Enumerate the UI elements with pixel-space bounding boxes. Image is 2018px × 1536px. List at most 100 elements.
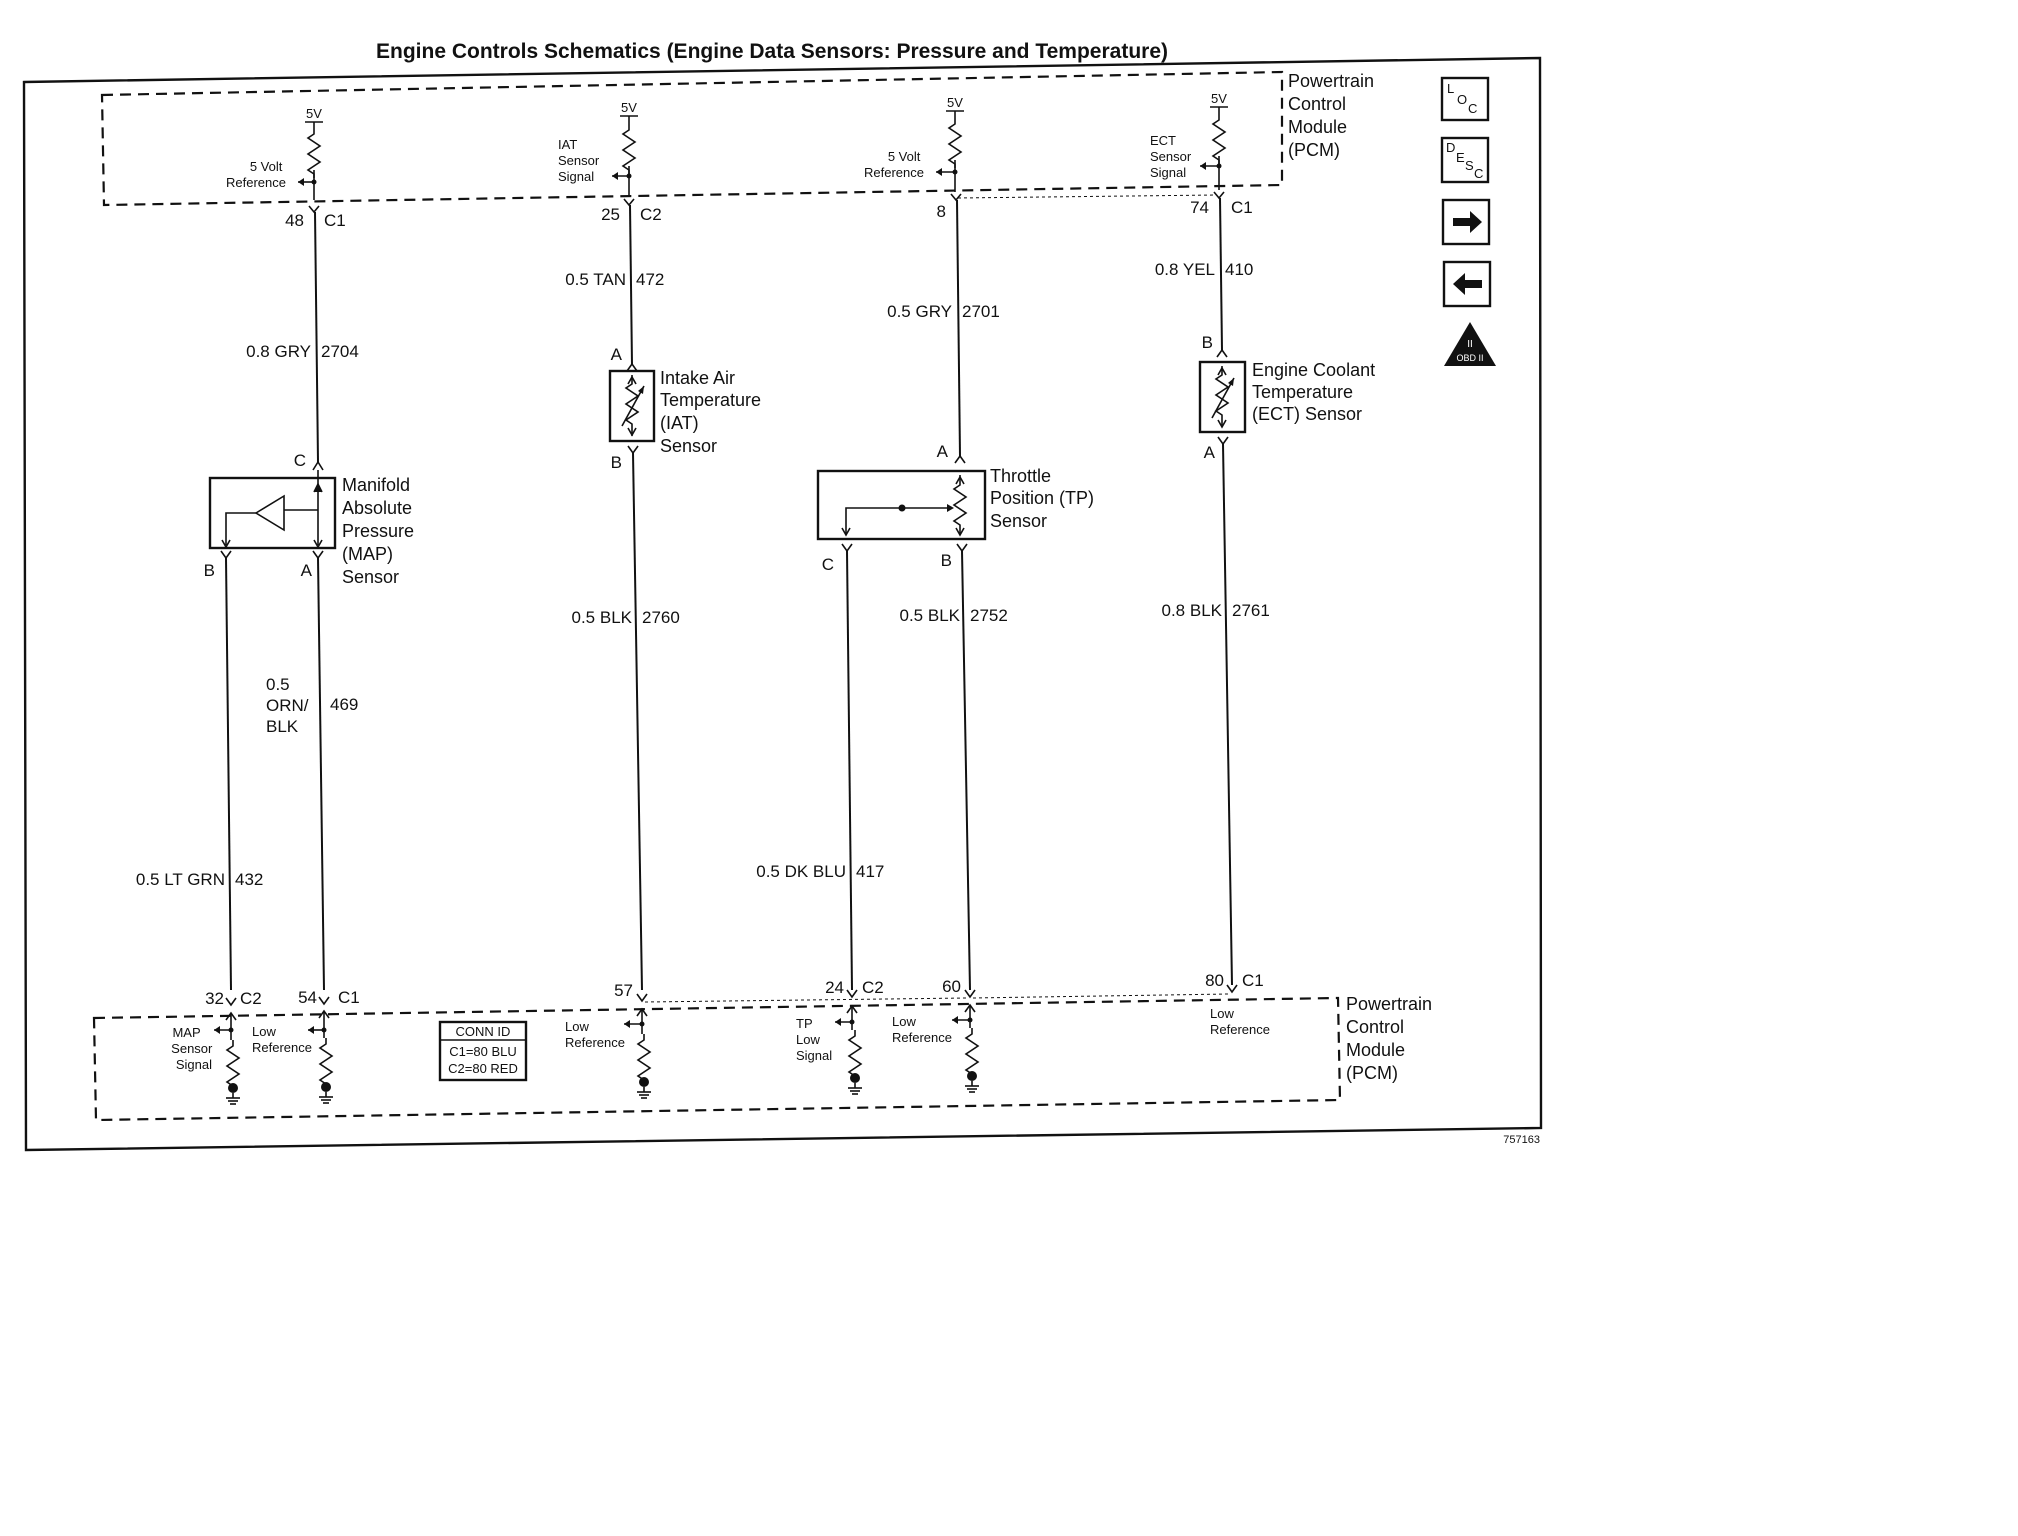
pin-number: 60 bbox=[942, 977, 961, 996]
wire-map-signal bbox=[225, 557, 232, 991]
arrow-left-icon[interactable] bbox=[1453, 273, 1482, 295]
pin-letter: C bbox=[822, 555, 834, 574]
connector-id: C2 bbox=[240, 989, 262, 1008]
voltage-label: 5V bbox=[1211, 91, 1227, 106]
pcm-bottom-circuit-iat-low: 57 Low Reference bbox=[565, 981, 652, 1099]
pin-number: 24 bbox=[825, 978, 844, 997]
desc-letter: C bbox=[1474, 166, 1483, 181]
pcm-bottom-circuit-map-signal: 32 C2 MAP Sensor Signal bbox=[171, 989, 262, 1105]
pcm-bottom-label-4: TP Low Signal bbox=[796, 1016, 832, 1063]
wire-circuit-number: 417 bbox=[856, 862, 884, 881]
wire-map-low bbox=[317, 557, 325, 991]
iat-sensor-name: Intake Air Temperature (IAT) Sensor bbox=[660, 368, 766, 456]
wire-color-label: 0.5 BLK bbox=[900, 606, 961, 625]
wire-map-ref bbox=[314, 211, 319, 463]
pin-letter: B bbox=[941, 551, 952, 570]
desc-letter: D bbox=[1446, 140, 1455, 155]
wire-color-label: 0.5 ORN/ BLK bbox=[266, 675, 313, 736]
wire-circuit-number: 2701 bbox=[962, 302, 1000, 321]
loc-button[interactable]: L O C bbox=[1440, 76, 1490, 122]
wire-circuit-number: 432 bbox=[235, 870, 263, 889]
pin-number: 80 bbox=[1205, 971, 1224, 990]
obd-roman: II bbox=[1467, 339, 1473, 350]
description-icon[interactable] bbox=[1440, 136, 1490, 184]
pcm-bottom-name: Powertrain Control Module (PCM) bbox=[1346, 994, 1437, 1083]
loc-letter: L bbox=[1447, 81, 1454, 96]
pcm-bottom-circuit-tp-low: 60 Low Reference bbox=[892, 977, 980, 1093]
pcm-bottom-label-6: Low Reference bbox=[1210, 1006, 1270, 1037]
wire-color-label: 0.5 BLK bbox=[572, 608, 633, 627]
pcm-bottom-label-1: MAP Sensor Signal bbox=[171, 1025, 216, 1072]
page-title: Engine Controls Schematics (Engine Data … bbox=[376, 40, 1168, 63]
obd-ii-button[interactable]: II OBD II bbox=[1444, 322, 1496, 366]
wire-circuit-number: 2704 bbox=[321, 342, 359, 361]
pcm-splice-line bbox=[644, 997, 968, 1003]
pin-number: 74 bbox=[1190, 198, 1209, 217]
pin-letter: A bbox=[301, 561, 313, 580]
connector-id: C1 bbox=[1242, 971, 1264, 990]
diagram-id: 757163 bbox=[1503, 1134, 1540, 1146]
diagram-frame bbox=[22, 56, 1543, 1152]
wire-circuit-number: 469 bbox=[330, 695, 358, 714]
obd-ii-icon[interactable] bbox=[1444, 322, 1496, 366]
pcm-bottom-label-5: Low Reference bbox=[892, 1014, 952, 1045]
pin-letter: A bbox=[937, 442, 949, 461]
pin-number: 8 bbox=[937, 202, 946, 221]
ect-circuit: 74 C1 0.8 YEL 410 B Engine Coolant Tempe… bbox=[1155, 191, 1375, 986]
pcm-top-circuit-iat-signal: 5V IAT Sensor Signal bbox=[558, 100, 638, 196]
arrow-right-icon[interactable] bbox=[1453, 211, 1482, 233]
wire-color-label: 0.5 TAN bbox=[565, 270, 626, 289]
voltage-label: 5V bbox=[621, 100, 637, 115]
pcm-bottom-circuit-tp-signal: 24 C2 TP Low Signal bbox=[796, 978, 884, 1095]
desc-letter: E bbox=[1456, 150, 1465, 165]
pcm-top-label-1: 5 Volt Reference bbox=[226, 159, 286, 190]
pcm-bottom-circuit-ect-low: 80 C1 Low Reference bbox=[1205, 971, 1270, 1037]
pcm-splice-line bbox=[972, 993, 1229, 999]
pcm-bottom-label-2: Low Reference bbox=[252, 1024, 312, 1055]
connector-id: C1 bbox=[324, 211, 346, 230]
wire-circuit-number: 410 bbox=[1225, 260, 1253, 279]
voltage-label: 5V bbox=[306, 106, 322, 121]
wire-color-label: 0.5 GRY bbox=[887, 302, 952, 321]
map-circuit: 48 C1 0.8 GRY 2704 C Manifold Absolute P… bbox=[136, 205, 414, 991]
connector-id: C2 bbox=[640, 205, 662, 224]
pcm-top-label-4: ECT Sensor Signal bbox=[1150, 133, 1195, 180]
pin-number: 48 bbox=[285, 211, 304, 230]
pcm-top-module: Powertrain Control Module (PCM) bbox=[100, 70, 1374, 207]
wire-circuit-number: 2752 bbox=[970, 606, 1008, 625]
wire-circuit-number: 2761 bbox=[1232, 601, 1270, 620]
wire-ect-signal bbox=[1219, 197, 1223, 351]
tp-circuit: 8 0.5 GRY 2701 A Throttle Position (TP) … bbox=[756, 193, 1094, 991]
pin-letter: C bbox=[294, 451, 306, 470]
loc-letter: C bbox=[1468, 101, 1477, 116]
schematic-canvas: Engine Controls Schematics (Engine Data … bbox=[22, 40, 1543, 1152]
pcm-splice-line bbox=[957, 194, 1217, 199]
wire-color-label: 0.8 GRY bbox=[246, 342, 311, 361]
desc-letter: S bbox=[1465, 158, 1474, 173]
connector-id: C2 bbox=[862, 978, 884, 997]
conn-id-title: CONN ID bbox=[456, 1024, 511, 1039]
pin-number: 54 bbox=[298, 988, 317, 1007]
wire-circuit-number: 472 bbox=[636, 270, 664, 289]
pcm-bottom-circuit-map-low: 54 C1 Low Reference bbox=[252, 988, 360, 1104]
pin-letter: B bbox=[611, 453, 622, 472]
wire-tp-ref bbox=[956, 199, 961, 457]
wire-iat-signal bbox=[629, 204, 633, 366]
conn-id-c2: C2=80 RED bbox=[448, 1061, 518, 1076]
wire-color-label: 0.5 LT GRN bbox=[136, 870, 225, 889]
pcm-top-circuit-tp-ref: 5V 5 Volt Reference bbox=[864, 95, 964, 192]
pin-letter: B bbox=[1202, 333, 1213, 352]
wire-ect-low bbox=[1222, 443, 1233, 986]
pin-number: 57 bbox=[614, 981, 633, 1000]
pcm-bottom-label-3: Low Reference bbox=[565, 1019, 625, 1050]
pcm-top-label-3: 5 Volt Reference bbox=[864, 149, 924, 180]
desc-button[interactable]: D E S C bbox=[1440, 136, 1490, 184]
next-page-button[interactable] bbox=[1441, 198, 1491, 246]
loc-letter: O bbox=[1457, 92, 1467, 107]
location-icon[interactable] bbox=[1440, 76, 1490, 122]
pcm-top-circuit-ect-signal: 5V ECT Sensor Signal bbox=[1150, 91, 1228, 190]
previous-page-button[interactable] bbox=[1442, 260, 1492, 308]
voltage-label: 5V bbox=[947, 95, 963, 110]
wire-tp-low bbox=[961, 550, 971, 991]
wire-circuit-number: 2760 bbox=[642, 608, 680, 627]
